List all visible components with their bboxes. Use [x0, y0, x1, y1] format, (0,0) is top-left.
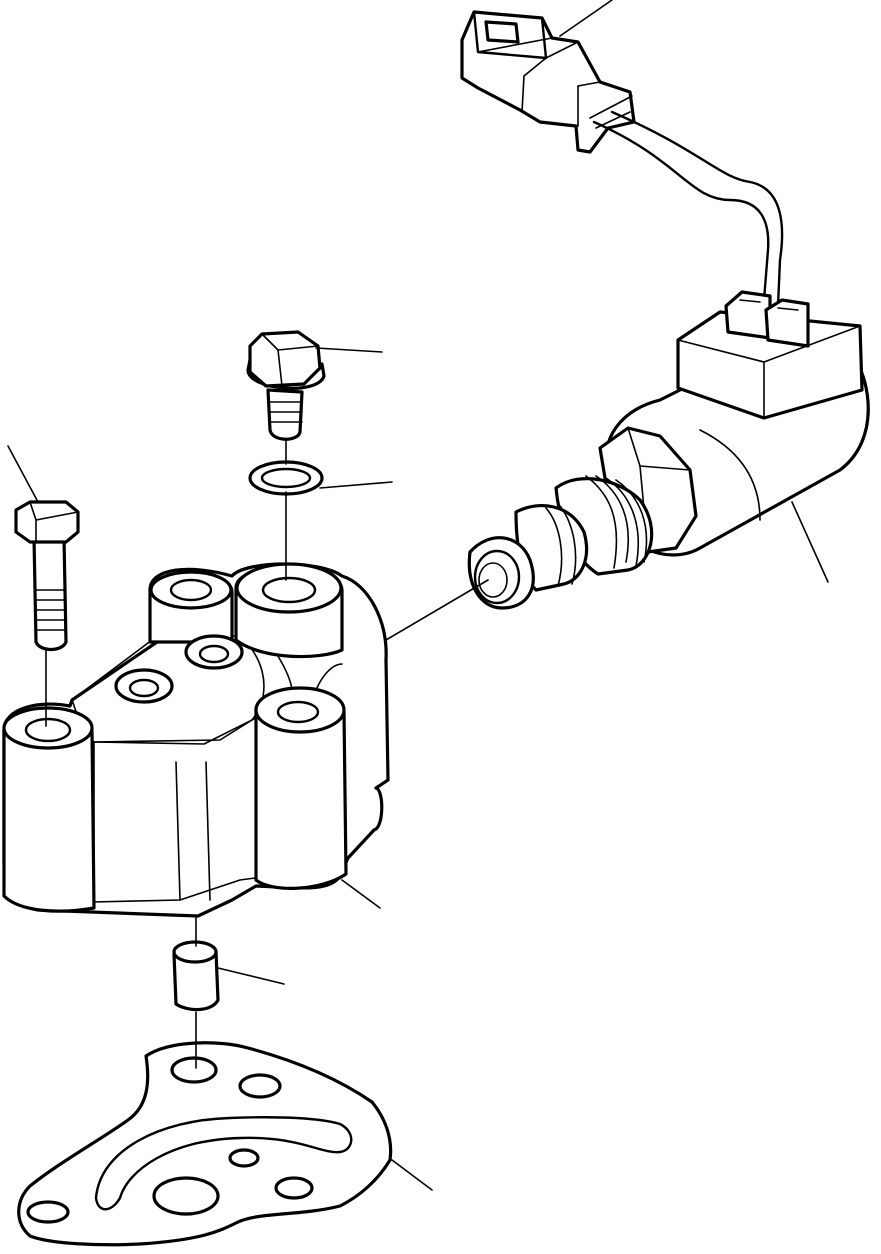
- gasket-plate: [19, 1043, 391, 1245]
- dowel-pin: [174, 942, 218, 1010]
- solenoid-valve: [469, 292, 868, 608]
- valve-block: [4, 564, 388, 916]
- electrical-connector: [462, 12, 634, 152]
- callout-leaders: [8, 0, 828, 1190]
- hex-bolt: [16, 502, 78, 650]
- assembly-center-lines: [46, 440, 488, 1068]
- connector-wires: [594, 112, 782, 306]
- washer: [250, 462, 322, 494]
- flange-bolt: [248, 332, 324, 439]
